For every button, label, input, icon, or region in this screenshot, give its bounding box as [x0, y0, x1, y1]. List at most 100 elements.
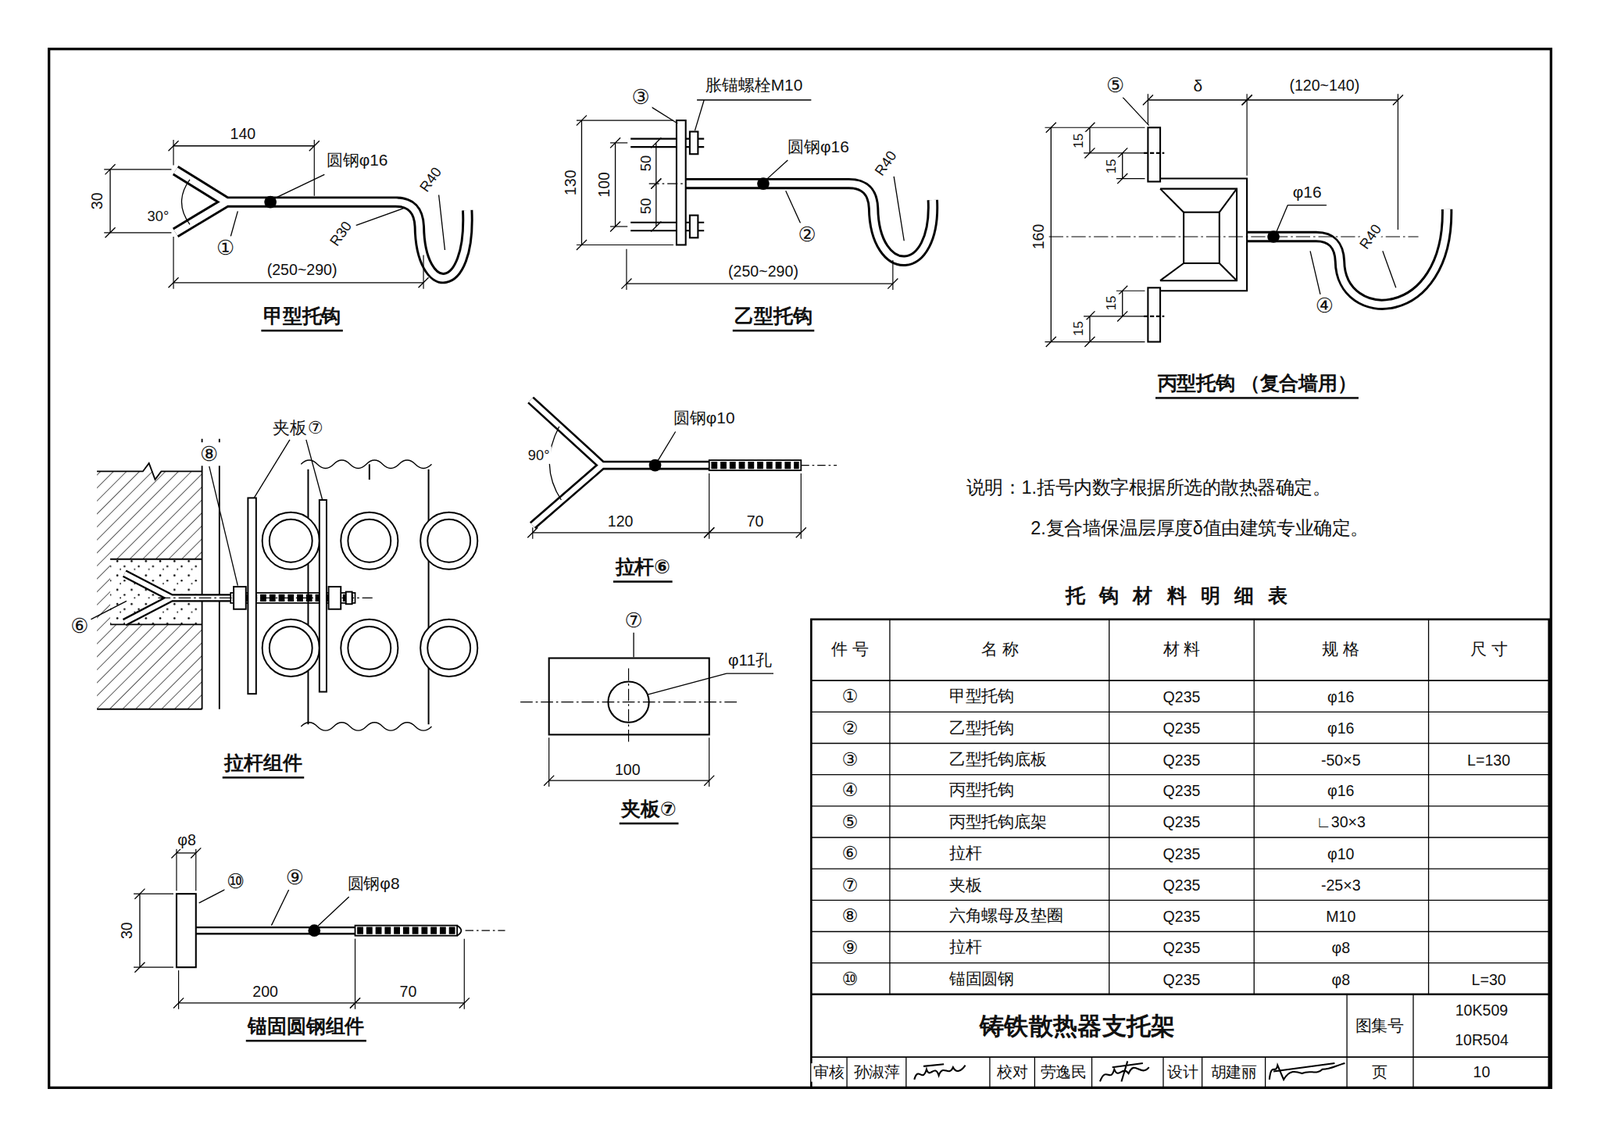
- table-cell: 丙型托钩: [946, 781, 1017, 801]
- extension-line: [708, 473, 710, 540]
- table-cell: 乙型托钩底板: [946, 750, 1050, 770]
- table-cell: L=130: [1464, 750, 1512, 769]
- table-cell: ⑦: [839, 874, 861, 896]
- wall-section: [110, 623, 203, 625]
- leader-line: [90, 600, 127, 620]
- round-steel-rod: [685, 183, 933, 261]
- table-cell: 拉杆: [946, 938, 984, 958]
- drawing-label: ⑤: [1103, 74, 1127, 98]
- figure-heading: 拉杆组件: [222, 752, 304, 779]
- angle-arc: [181, 179, 561, 500]
- table-cell: ⑥: [839, 842, 861, 865]
- thread: [357, 927, 455, 935]
- title-block-cell: 10: [1471, 1063, 1493, 1082]
- table-cell: Q235: [1160, 750, 1203, 769]
- extension-line: [576, 120, 674, 122]
- weld-dot: [757, 177, 770, 190]
- material-table: [1264, 1057, 1266, 1088]
- material-table: [846, 1057, 847, 1088]
- material-table: [810, 711, 1549, 713]
- figure-heading: 乙型托钩: [732, 305, 815, 333]
- thread: [465, 930, 506, 932]
- extension-line: [103, 168, 172, 170]
- material-table: [1412, 993, 1414, 1088]
- title-block-cell: 劳逸民: [1038, 1063, 1089, 1082]
- material-table: [905, 1057, 907, 1088]
- leader-line: [271, 889, 289, 926]
- table-cell: Q235: [1160, 813, 1203, 832]
- note-text: 说明：1.括号内数字根据所选的散热器确定。: [964, 477, 1333, 499]
- drawing-label: 100: [595, 169, 614, 200]
- drawing-label: ⑨: [283, 865, 307, 890]
- angle-frame: [1160, 178, 1247, 292]
- drawing-label: 140: [228, 125, 258, 143]
- drawing-label: φ8: [175, 830, 199, 849]
- material-table: [989, 1057, 990, 1088]
- drawing-label: 200: [250, 982, 281, 1001]
- round-steel-rod: [685, 183, 933, 261]
- wall-section: [96, 708, 203, 711]
- table-header: 件 号: [829, 640, 872, 661]
- radiator-section: [247, 497, 256, 694]
- material-table: [1162, 1057, 1164, 1088]
- title-block-cell: 胡建丽: [1208, 1063, 1259, 1082]
- drawing-label: 30°: [145, 207, 172, 225]
- extension-line: [1083, 315, 1145, 317]
- thread: [710, 461, 799, 469]
- extension-line: [1116, 178, 1146, 179]
- signature: [1269, 1063, 1346, 1080]
- leader-line: [253, 439, 290, 498]
- base-plate: [630, 120, 704, 245]
- title-block-cell: 审核: [810, 1063, 846, 1082]
- drawing-label: 90°: [525, 446, 552, 465]
- table-cell: Q235: [1160, 687, 1203, 706]
- drawing-label: (250~290): [725, 262, 800, 281]
- radiator-section: [427, 626, 471, 670]
- leader-line: [766, 160, 788, 180]
- table-cell: 锚固圆钢: [946, 969, 1017, 990]
- radiator-section: [262, 512, 320, 570]
- material-table: [810, 619, 1549, 1089]
- drawing-label: 15: [1070, 319, 1086, 339]
- table-cell: 夹板: [946, 875, 984, 896]
- material-table: [810, 868, 1549, 870]
- extension-line: [548, 737, 550, 787]
- note-text: 2.复合墙保温层厚度δ值由建筑专业确定。: [1028, 517, 1372, 540]
- drawing-label: ⑥: [68, 614, 92, 639]
- extension-line: [1147, 93, 1149, 125]
- table-cell: 甲型托钩: [946, 687, 1017, 708]
- drawing-label: 30: [87, 190, 106, 212]
- drawing-label: 130: [561, 167, 580, 198]
- round-steel-rod: [196, 928, 356, 933]
- title-block-cell: 图集号: [1353, 1017, 1407, 1037]
- dimension-line: [134, 889, 145, 973]
- drawing-label: 70: [397, 982, 419, 1001]
- radiator-section: [262, 619, 320, 677]
- table-header: 材 料: [1160, 640, 1203, 661]
- leader-line: [646, 673, 774, 695]
- extension-line: [1044, 127, 1145, 129]
- leader-line: [694, 100, 811, 131]
- extension-line: [892, 260, 893, 290]
- radiator-section: [340, 619, 398, 677]
- extension-line: [354, 939, 356, 1010]
- drawing-label: 15: [1103, 157, 1119, 176]
- leader-line: [1310, 250, 1321, 295]
- drawing-label: 15: [1103, 293, 1119, 313]
- table-cell: φ8: [1329, 939, 1353, 958]
- table-cell: ⑤: [839, 811, 861, 833]
- round-steel-rod: [196, 926, 356, 935]
- title-block-cell: 10K509: [1453, 1000, 1511, 1019]
- extension-line: [576, 244, 674, 246]
- leader-line: [273, 174, 325, 199]
- round-steel-rod: [1246, 209, 1447, 305]
- extension-line: [1116, 290, 1146, 292]
- weld-dot: [264, 177, 1280, 937]
- table-cell: ∟30×3: [1314, 813, 1368, 832]
- leader-line: [657, 431, 675, 461]
- drawing-label: 70: [744, 512, 766, 531]
- radiator-section: [346, 592, 353, 605]
- title-block-cell: 10R504: [1453, 1030, 1511, 1049]
